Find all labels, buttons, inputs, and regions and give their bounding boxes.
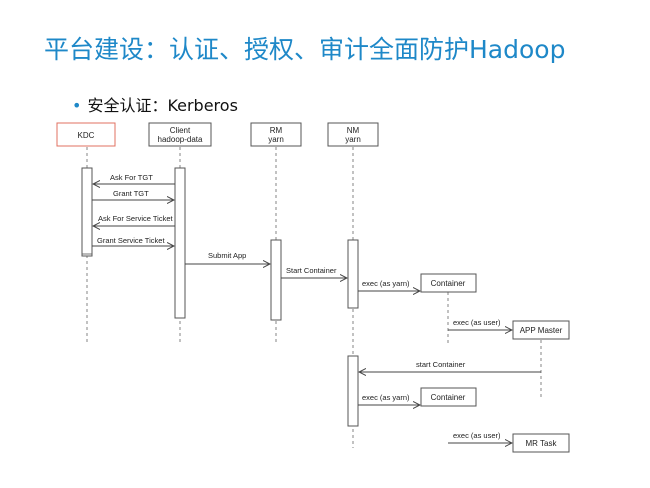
box-mr-task-label: MR Task xyxy=(526,439,558,448)
msg-exec-user-2: exec (as user) xyxy=(453,431,501,440)
activation-nm-1 xyxy=(347,239,359,309)
msg-ask-service-ticket: Ask For Service Ticket xyxy=(98,214,174,223)
box-container-2-label: Container xyxy=(431,393,466,402)
bullet-dot: • xyxy=(72,96,82,115)
box-container-2: Container xyxy=(420,387,477,407)
box-container-1-label: Container xyxy=(431,279,466,288)
activation-nm-2 xyxy=(347,355,359,427)
participant-nm-label-2: yarn xyxy=(345,135,361,144)
participant-client: Client hadoop-data xyxy=(148,122,212,147)
msg-start-container-rm: Start Container xyxy=(286,266,337,275)
participant-client-label-1: Client xyxy=(170,126,191,135)
box-container-1: Container xyxy=(420,273,477,293)
participant-rm-label-2: yarn xyxy=(268,135,284,144)
slide-title: 平台建设：认证、授权、审计全面防护Hadoop xyxy=(44,35,566,64)
box-mr-task: MR Task xyxy=(512,433,570,453)
bullet-text: 安全认证：Kerberos xyxy=(87,96,238,115)
participant-client-label-2: hadoop-data xyxy=(158,135,203,144)
msg-ask-tgt: Ask For TGT xyxy=(110,173,153,182)
participant-rm-label-1: RM xyxy=(270,126,283,135)
participant-nm-label-1: NM xyxy=(347,126,360,135)
activation-rm xyxy=(270,239,282,321)
msg-grant-service-ticket: Grant Service Ticket xyxy=(97,236,165,245)
msg-exec-yarn-2: exec (as yarn) xyxy=(362,393,410,402)
box-app-master-label: APP Master xyxy=(520,326,563,335)
msg-grant-tgt: Grant TGT xyxy=(113,189,149,198)
participant-rm: RM yarn xyxy=(250,122,302,147)
activation-kdc xyxy=(81,167,93,257)
box-app-master: APP Master xyxy=(512,320,570,340)
msg-exec-user-1: exec (as user) xyxy=(453,318,501,327)
msg-start-container-am: start Container xyxy=(416,360,466,369)
bullet-item: • 安全认证：Kerberos xyxy=(72,92,238,116)
participant-kdc: KDC xyxy=(56,122,116,147)
activation-client xyxy=(174,167,186,319)
msg-exec-yarn-1: exec (as yarn) xyxy=(362,279,410,288)
msg-submit-app: Submit App xyxy=(208,251,246,260)
participant-nm: NM yarn xyxy=(327,122,379,147)
participant-kdc-label: KDC xyxy=(78,131,95,140)
